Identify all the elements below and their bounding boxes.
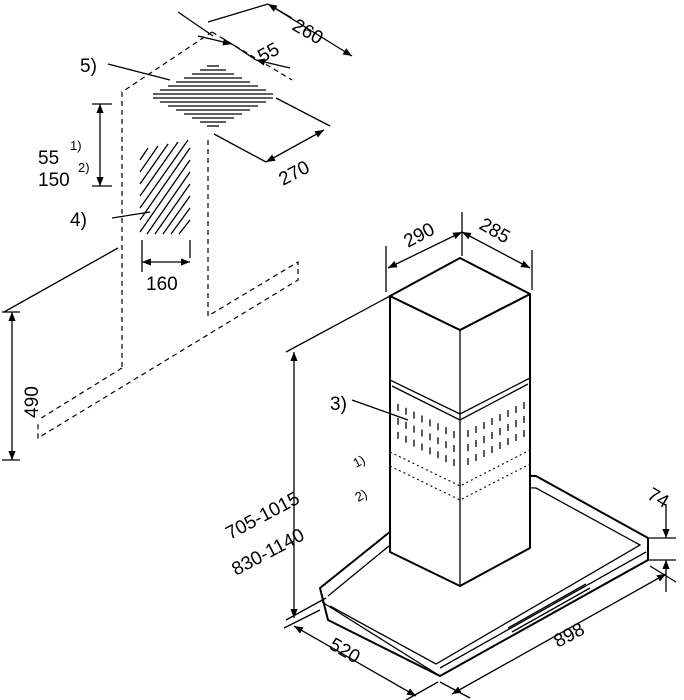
range-hood (319, 257, 649, 677)
label-top-offset: 55 (254, 39, 283, 67)
ceiling-vent-hatch (153, 65, 273, 127)
callout-5: 5) (80, 56, 97, 77)
callout-3: 3) (330, 394, 347, 415)
footnote-1-vent: 1) (70, 138, 82, 153)
dimension-lines-right (283, 212, 677, 700)
label-top-depth: 270 (275, 157, 313, 190)
label-chimney-width: 290 (400, 219, 438, 252)
footnote-1-height: 1) (350, 452, 367, 471)
label-wall-height: 490 (22, 386, 43, 418)
label-vent-height-1: 55 (38, 148, 59, 169)
footnote-2-height: 2) (352, 486, 369, 505)
footnote-2-vent: 2) (78, 160, 90, 175)
dimension-lines-left (2, 3, 353, 461)
label-canopy-height: 74 (644, 484, 673, 513)
callout-4: 4) (70, 210, 87, 231)
label-vent-width: 160 (146, 274, 178, 295)
label-canopy-width: 898 (550, 619, 588, 652)
chimney-vent-perforations (397, 402, 525, 467)
label-chimney-depth: 285 (476, 214, 514, 248)
wall-vent-hatch (139, 139, 191, 235)
label-vent-height-2: 150 (38, 170, 70, 191)
installation-outline (3, 31, 299, 440)
